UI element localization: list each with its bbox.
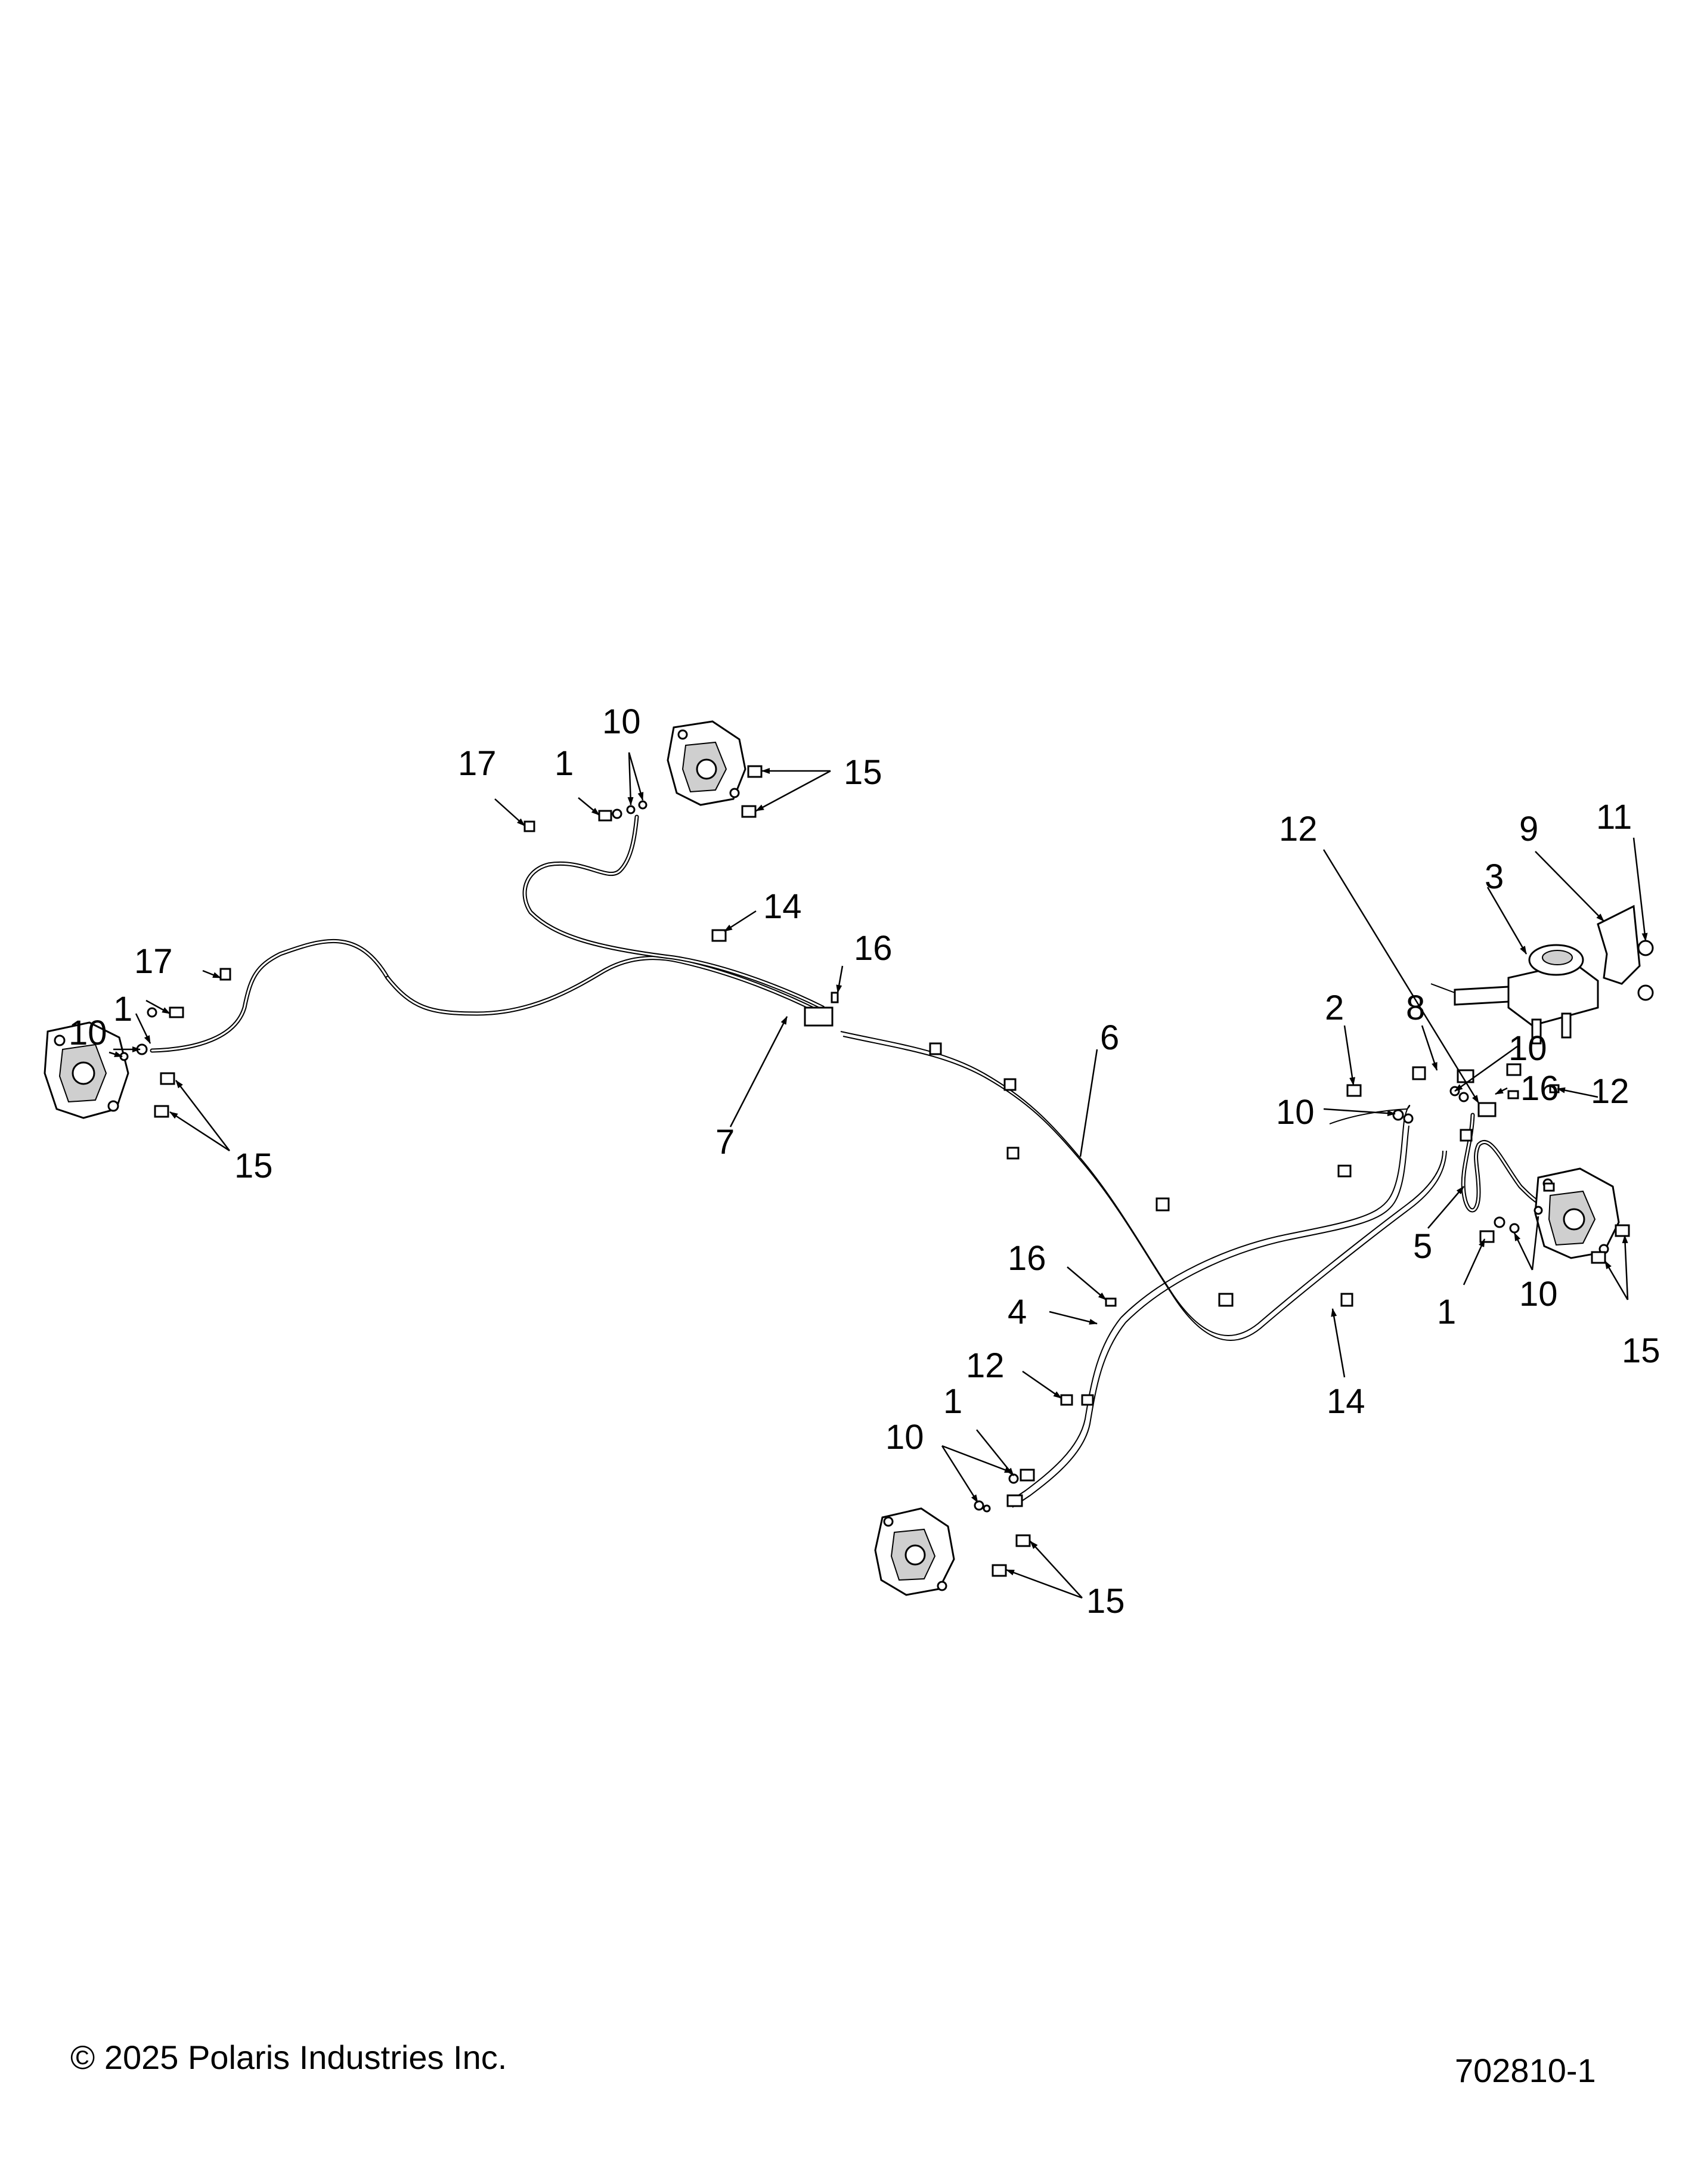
callout-15-rear-right: 15 (1622, 1331, 1660, 1370)
brake-line-6 (840, 1031, 1447, 1341)
callout-10-front-right: 10 (602, 702, 641, 741)
callout-1-front-left: 1 (113, 990, 132, 1029)
master-cylinder (1430, 944, 1599, 1045)
callout-12-top: 12 (1279, 810, 1318, 848)
brake-line-front-left (150, 938, 390, 1053)
callout-2: 2 (1325, 989, 1344, 1027)
callout-10-rear-left: 10 (885, 1418, 924, 1457)
callout-10-front-left: 10 (69, 1014, 107, 1052)
caliper-front-right (667, 720, 746, 806)
callout-4: 5 (1413, 1227, 1432, 1266)
brake-line-7 (385, 956, 825, 1016)
callout-5: 4 (1008, 1293, 1027, 1331)
callout-14-rear: 14 (1327, 1382, 1365, 1421)
brake-line-4 (1461, 1113, 1559, 1213)
callout-1-front-right: 1 (554, 744, 574, 783)
callout-17-front-left: 17 (134, 942, 173, 981)
callout-9: 8 (1406, 989, 1425, 1027)
caliper-rear-right (1534, 1167, 1620, 1259)
callout-15-front-right: 15 (844, 753, 882, 792)
callout-11: 11 (1596, 798, 1632, 837)
hardware (119, 765, 1630, 1577)
copyright-notice: © 2025 Polaris Industries Inc. (70, 2039, 507, 2076)
brake-line-5 (1007, 1105, 1411, 1508)
callout-10-rear-line: 10 (1276, 1093, 1315, 1132)
callout-12-rear-right: 12 (1591, 1072, 1629, 1111)
caliper-rear-left (874, 1507, 955, 1596)
master-cylinder-bracket (1597, 904, 1654, 1001)
callout-14-center: 14 (763, 887, 802, 926)
callout-8: 9 (1519, 810, 1538, 848)
callout-15-front-left: 15 (234, 1147, 273, 1185)
drawing-number: 702810-1 (1455, 2052, 1596, 2089)
callout-6: 6 (1100, 1018, 1119, 1057)
callout-1-rear-right: 1 (1437, 1293, 1456, 1331)
leader-lines (109, 752, 1648, 1599)
callout-10-master: 10 (1508, 1029, 1547, 1068)
caliper-front-left (44, 1021, 129, 1119)
callout-12-rear-left: 12 (966, 1346, 1005, 1385)
callout-labels: 17 1 10 15 17 1 10 15 14 16 7 6 12 3 9 1… (69, 702, 1660, 1621)
callout-16-center: 16 (854, 929, 893, 968)
brake-line-front-right (522, 814, 825, 1010)
callout-10-rear-right: 10 (1519, 1275, 1558, 1314)
callout-16-rear-right: 16 (1520, 1069, 1559, 1108)
callout-3: 3 (1485, 857, 1504, 896)
callout-15-rear-left: 15 (1086, 1582, 1125, 1621)
callout-1-rear-left: 1 (943, 1382, 962, 1421)
callout-16-rear-left: 16 (1008, 1239, 1046, 1278)
callout-7: 7 (715, 1123, 735, 1161)
callout-17-front-right: 17 (458, 744, 497, 783)
